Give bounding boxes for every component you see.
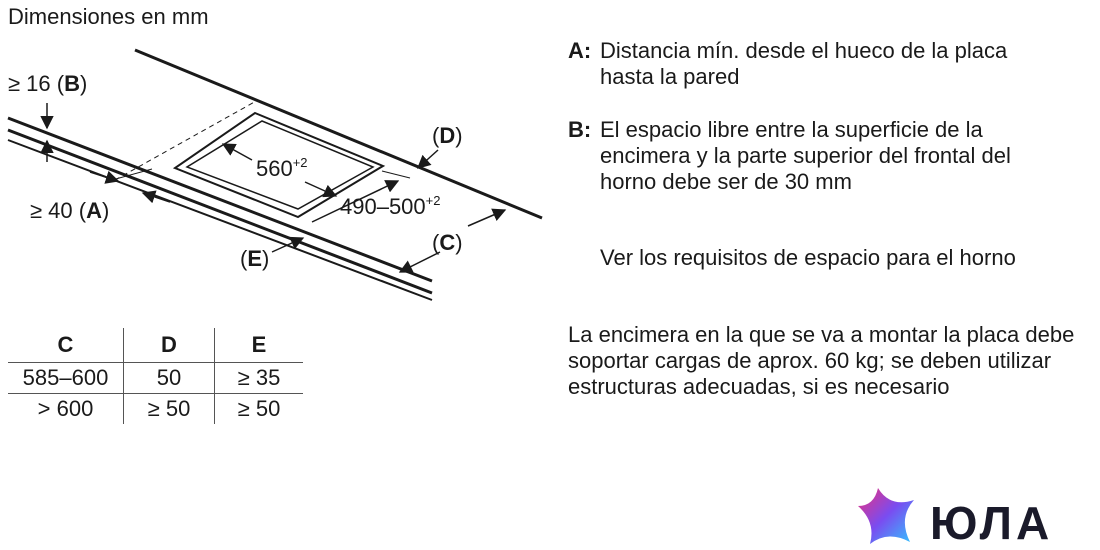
table-header-row: C D E — [8, 328, 303, 363]
oven-front-line — [7, 139, 433, 301]
table-cell: ≥ 50 — [123, 393, 215, 424]
table-cell: ≥ 35 — [214, 362, 303, 394]
dim-depth-label: 490–500+2 — [340, 193, 440, 219]
dimensions-table: C D E 585–600 50 ≥ 35 > 600 ≥ 50 ≥ 50 — [8, 328, 303, 424]
note-oven-requirements: Ver los requisitos de espacio para el ho… — [600, 245, 1016, 270]
dim-490-leader — [311, 180, 400, 223]
note-countertop-load: La encimera en la que se va a montar la … — [568, 322, 1075, 399]
cutout-outer — [172, 111, 386, 219]
dim-d-arrow — [416, 149, 439, 169]
label-b: ≥ 16 (B) — [8, 71, 87, 96]
table-row: 585–600 50 ≥ 35 — [8, 362, 303, 394]
dim-c-arrow-up — [467, 208, 507, 227]
dim-560-arrow-left — [221, 143, 253, 161]
hidden-edge-dashed — [114, 99, 259, 181]
table-cell: 585–600 — [8, 362, 124, 394]
table-cell: 50 — [123, 362, 215, 394]
table-header: C — [8, 328, 124, 363]
logo-text: ЮЛА — [930, 497, 1054, 549]
label-d: (D) — [432, 123, 463, 148]
dim-a-arrow-left — [141, 190, 171, 204]
label-c: (C) — [432, 230, 463, 255]
note-a: A: Distancia mín. desde el hueco de la pl… — [568, 38, 1030, 90]
table-row: > 600 ≥ 50 ≥ 50 — [8, 393, 303, 424]
table-header: E — [251, 332, 267, 357]
star-icon — [858, 488, 914, 544]
countertop-front-edge-bottom — [7, 128, 433, 295]
countertop-front-edge-top — [7, 116, 433, 283]
table-header: D — [123, 328, 215, 363]
note-b-text: El espacio libre entre la superficie de … — [600, 117, 1011, 194]
table-cell: > 600 — [8, 393, 124, 424]
installation-diagram: ≥ 16 (B) ≥ 40 (A) (D) (C) (E) 560+2 490–… — [7, 48, 543, 301]
dim-e-arrow — [271, 236, 305, 253]
yula-logo — [858, 488, 914, 544]
dim-width-label: 560+2 — [256, 155, 308, 181]
table-cell: ≥ 50 — [214, 393, 303, 424]
countertop-back-edge — [134, 48, 543, 220]
note-b: B: El espacio libre entre la superficie d… — [568, 117, 1030, 195]
dim-a-ext — [111, 168, 153, 181]
page-title: Dimensiones en mm — [8, 4, 209, 29]
dim-560-arrow-right — [304, 181, 338, 198]
dim-490-ext — [381, 170, 411, 179]
note-a-key: A: — [568, 38, 592, 63]
note-a-text: Distancia mín. desde el hueco de la plac… — [600, 38, 1008, 89]
label-a: ≥ 40 (A) — [30, 198, 109, 223]
label-e: (E) — [240, 246, 269, 271]
note-b-key: B: — [568, 117, 592, 142]
dim-c-arrow-down — [398, 251, 441, 273]
cutout-inner — [185, 120, 375, 210]
